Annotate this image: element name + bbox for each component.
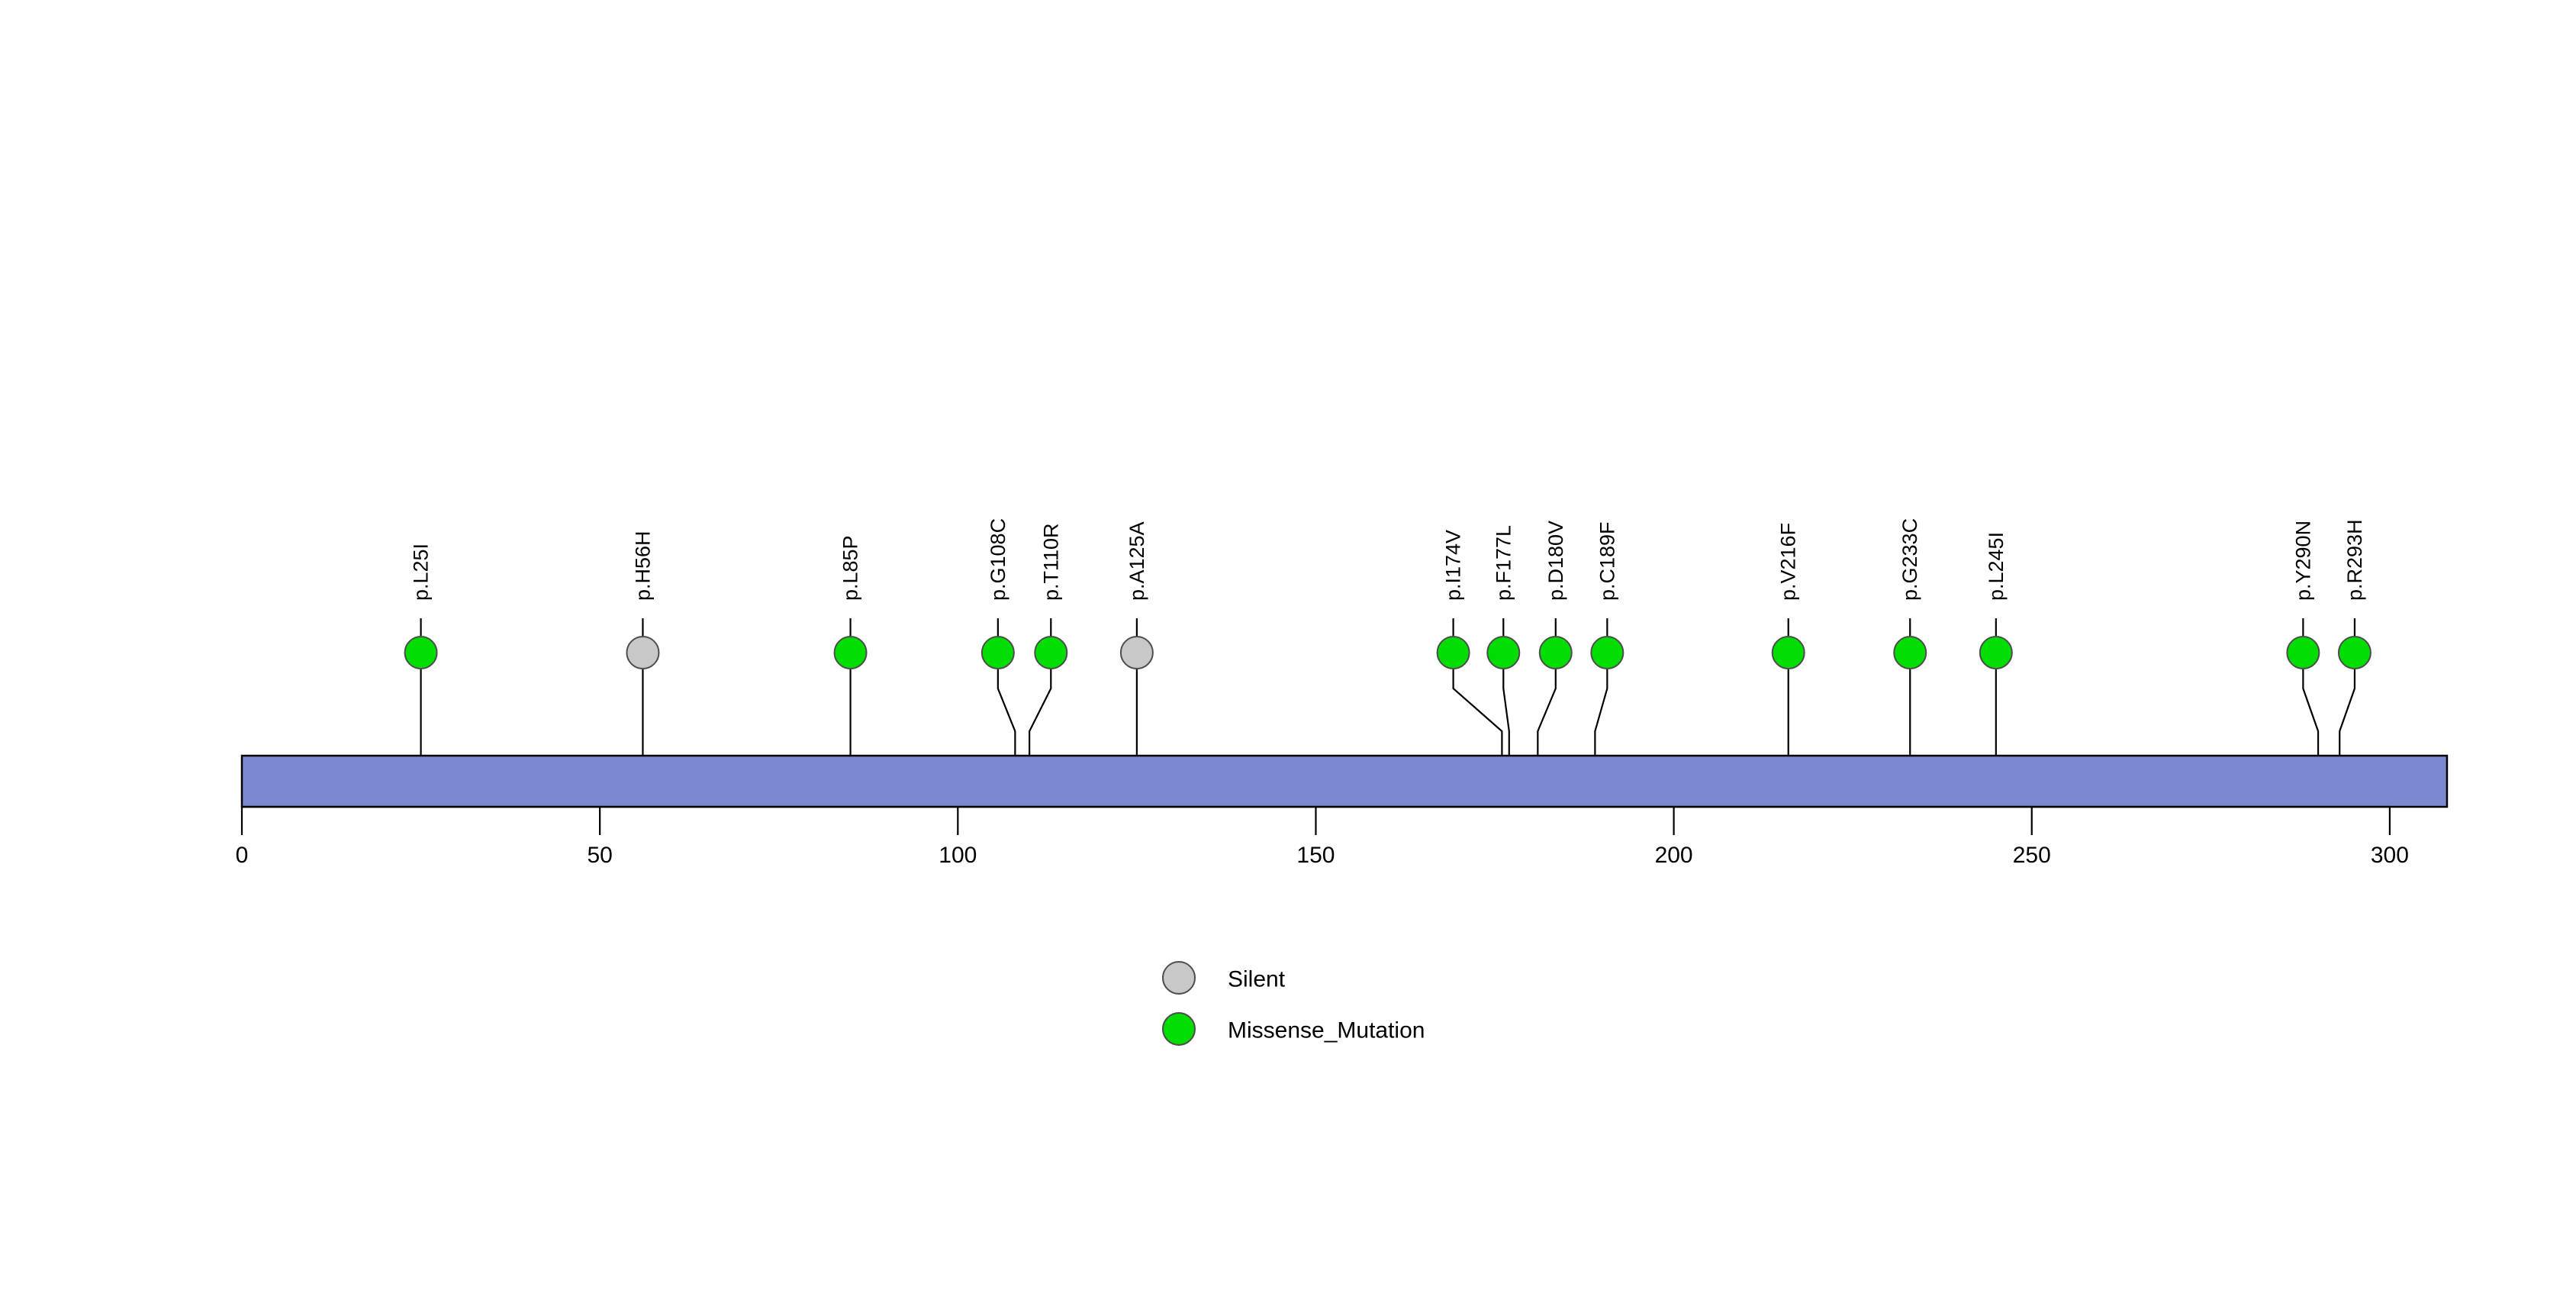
lollipop-head-pA125A[interactable] <box>1119 636 1154 669</box>
lollipop-head-pV216F[interactable] <box>1771 636 1805 669</box>
protein-domain-track <box>240 754 2449 808</box>
lollipop-head-pL85P[interactable] <box>833 636 868 669</box>
x-axis-layer: 0 50 100 150 200 250 300 <box>236 805 2409 868</box>
lollipop-head-pG108C[interactable] <box>980 636 1015 669</box>
lollipop-head-pL25I[interactable] <box>404 636 438 669</box>
x-axis-tick-label: 300 <box>2371 843 2409 868</box>
mutation-label-pY290N: p.Y290N <box>2291 521 2314 601</box>
lollipop-head-pL245I[interactable] <box>1979 636 2013 669</box>
lollipop-head-pF177L[interactable] <box>1486 636 1521 669</box>
mutation-label-pL25I: p.L25I <box>410 543 433 601</box>
x-axis-tick-label: 200 <box>1655 843 1693 868</box>
mutation-label-pG233C: p.G233C <box>1898 518 1921 601</box>
x-axis-tick-label: 0 <box>236 843 249 868</box>
mutation-label-pI174V: p.I174V <box>1442 530 1465 601</box>
mutation-label-pT110R: p.T110R <box>1039 523 1062 601</box>
lollipop-head-pH56H[interactable] <box>626 636 660 669</box>
mutation-label-pG108C: p.G108C <box>987 518 1009 601</box>
mutation-label-pA125A: p.A125A <box>1125 521 1148 601</box>
protein-track-layer <box>240 754 2449 808</box>
legend-label-missense_mutation: Missense_Mutation <box>1228 1018 1425 1043</box>
x-axis-tick-label: 150 <box>1296 843 1335 868</box>
legend-swatch-missense_mutation[interactable] <box>1162 1012 1196 1046</box>
lollipop-head-pC189F[interactable] <box>1590 636 1624 669</box>
mutation-label-pH56H: p.H56H <box>631 531 654 601</box>
x-axis-tick-label: 100 <box>939 843 977 868</box>
mutation-labels-layer: p.L25I p.H56H p.L85P p.G108C p.T110R p.A125A p… <box>410 518 2366 601</box>
mutation-label-pD180V: p.D180V <box>1544 521 1567 601</box>
mutation-label-pC189F: p.C189F <box>1596 521 1618 601</box>
lollipop-heads-layer <box>404 636 2372 669</box>
mutation-label-pL245I: p.L245I <box>1985 532 2008 601</box>
x-axis-tick-label: 250 <box>2013 843 2051 868</box>
lollipop-head-pG233C[interactable] <box>1893 636 1927 669</box>
lollipop-head-pI174V[interactable] <box>1436 636 1470 669</box>
lollipop-head-pY290N[interactable] <box>2286 636 2320 669</box>
lollipop-head-pD180V[interactable] <box>1538 636 1573 669</box>
legend-label-silent: Silent <box>1228 967 1286 992</box>
lollipop-head-pT110R[interactable] <box>1034 636 1068 669</box>
mutation-label-pL85P: p.L85P <box>839 535 862 601</box>
mutation-label-pV216F: p.V216F <box>1777 523 1800 601</box>
mutation-label-pF177L: p.F177L <box>1492 525 1515 601</box>
legend-swatch-silent[interactable] <box>1162 961 1196 995</box>
mutation-label-pR293H: p.R293H <box>2343 519 2366 601</box>
lollipop-head-pR293H[interactable] <box>2337 636 2372 669</box>
x-axis-tick-label: 50 <box>587 843 612 868</box>
